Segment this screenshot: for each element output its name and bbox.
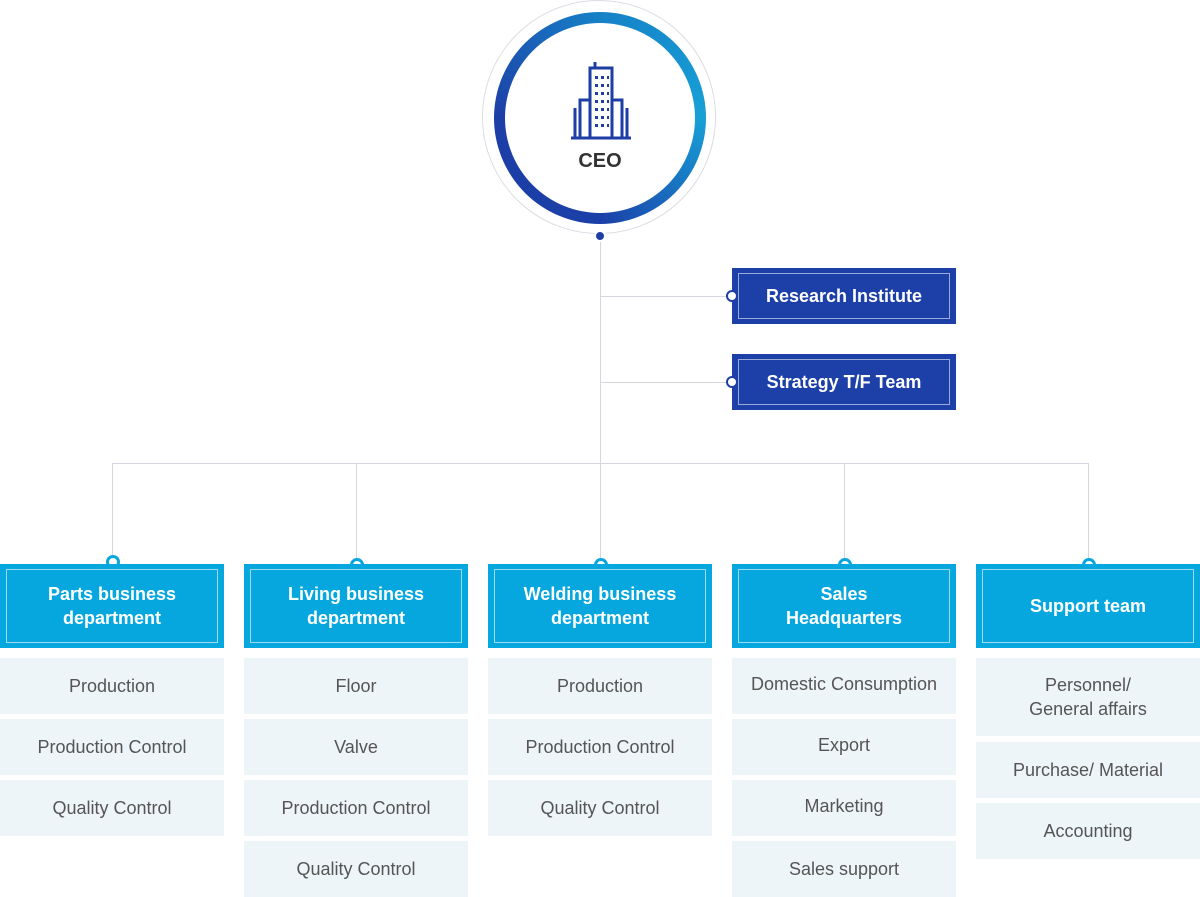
sub-unit-item: Quality Control bbox=[0, 780, 224, 836]
building-icon bbox=[571, 62, 631, 140]
dept-bus-line bbox=[112, 463, 1089, 464]
dept-label: Parts business department bbox=[47, 584, 177, 628]
staff-box-strategy-team[interactable]: Strategy T/F Team bbox=[732, 354, 956, 410]
sub-unit-item: Production Control bbox=[244, 780, 468, 836]
staff-box-label: Research Institute bbox=[765, 285, 923, 306]
sub-unit-item: Production Control bbox=[0, 719, 224, 775]
ceo-node bbox=[505, 23, 695, 213]
dept-box-sales[interactable]: Sales Headquarters bbox=[732, 564, 956, 648]
sub-unit-item: Marketing bbox=[732, 780, 956, 836]
dept-label: Sales Headquarters bbox=[785, 584, 903, 628]
sub-unit-item: Domestic Consumption bbox=[732, 658, 956, 714]
sub-unit-item: Purchase/ Material bbox=[976, 742, 1200, 798]
staff-branch-line-1 bbox=[600, 296, 732, 297]
ceo-connector-dot bbox=[594, 230, 606, 242]
sub-unit-item: Sales support bbox=[732, 841, 956, 897]
staff-branch-line-2 bbox=[600, 382, 732, 383]
dept-box-living[interactable]: Living business department bbox=[244, 564, 468, 648]
sub-unit-item: Accounting bbox=[976, 803, 1200, 859]
staff-box-research-institute[interactable]: Research Institute bbox=[732, 268, 956, 324]
dept-box-welding[interactable]: Welding business department bbox=[488, 564, 712, 648]
staff-box-label: Strategy T/F Team bbox=[766, 371, 922, 392]
sub-unit-item: Personnel/ General affairs bbox=[976, 658, 1200, 736]
sub-unit-item: Production Control bbox=[488, 719, 712, 775]
dept-label: Living business department bbox=[287, 584, 425, 628]
ceo-trunk-line bbox=[600, 237, 601, 564]
dept-label: Welding business department bbox=[523, 584, 677, 628]
staff-connector-dot-1 bbox=[726, 290, 738, 302]
sub-unit-item: Valve bbox=[244, 719, 468, 775]
sub-unit-item: Floor bbox=[244, 658, 468, 714]
sub-unit-item: Quality Control bbox=[244, 841, 468, 897]
dept-drop-line-2 bbox=[356, 463, 357, 564]
dept-box-parts[interactable]: Parts business department bbox=[0, 564, 224, 648]
sub-unit-item: Production bbox=[488, 658, 712, 714]
sub-unit-item: Quality Control bbox=[488, 780, 712, 836]
dept-label: Support team bbox=[1029, 596, 1146, 616]
dept-drop-line-1 bbox=[112, 463, 113, 561]
sub-unit-item: Production bbox=[0, 658, 224, 714]
dept-box-support[interactable]: Support team bbox=[976, 564, 1200, 648]
staff-connector-dot-2 bbox=[726, 376, 738, 388]
dept-drop-line-5 bbox=[1088, 463, 1089, 564]
ceo-label: CEO bbox=[578, 150, 622, 172]
dept-drop-line-4 bbox=[844, 463, 845, 564]
sub-unit-item: Export bbox=[732, 719, 956, 775]
